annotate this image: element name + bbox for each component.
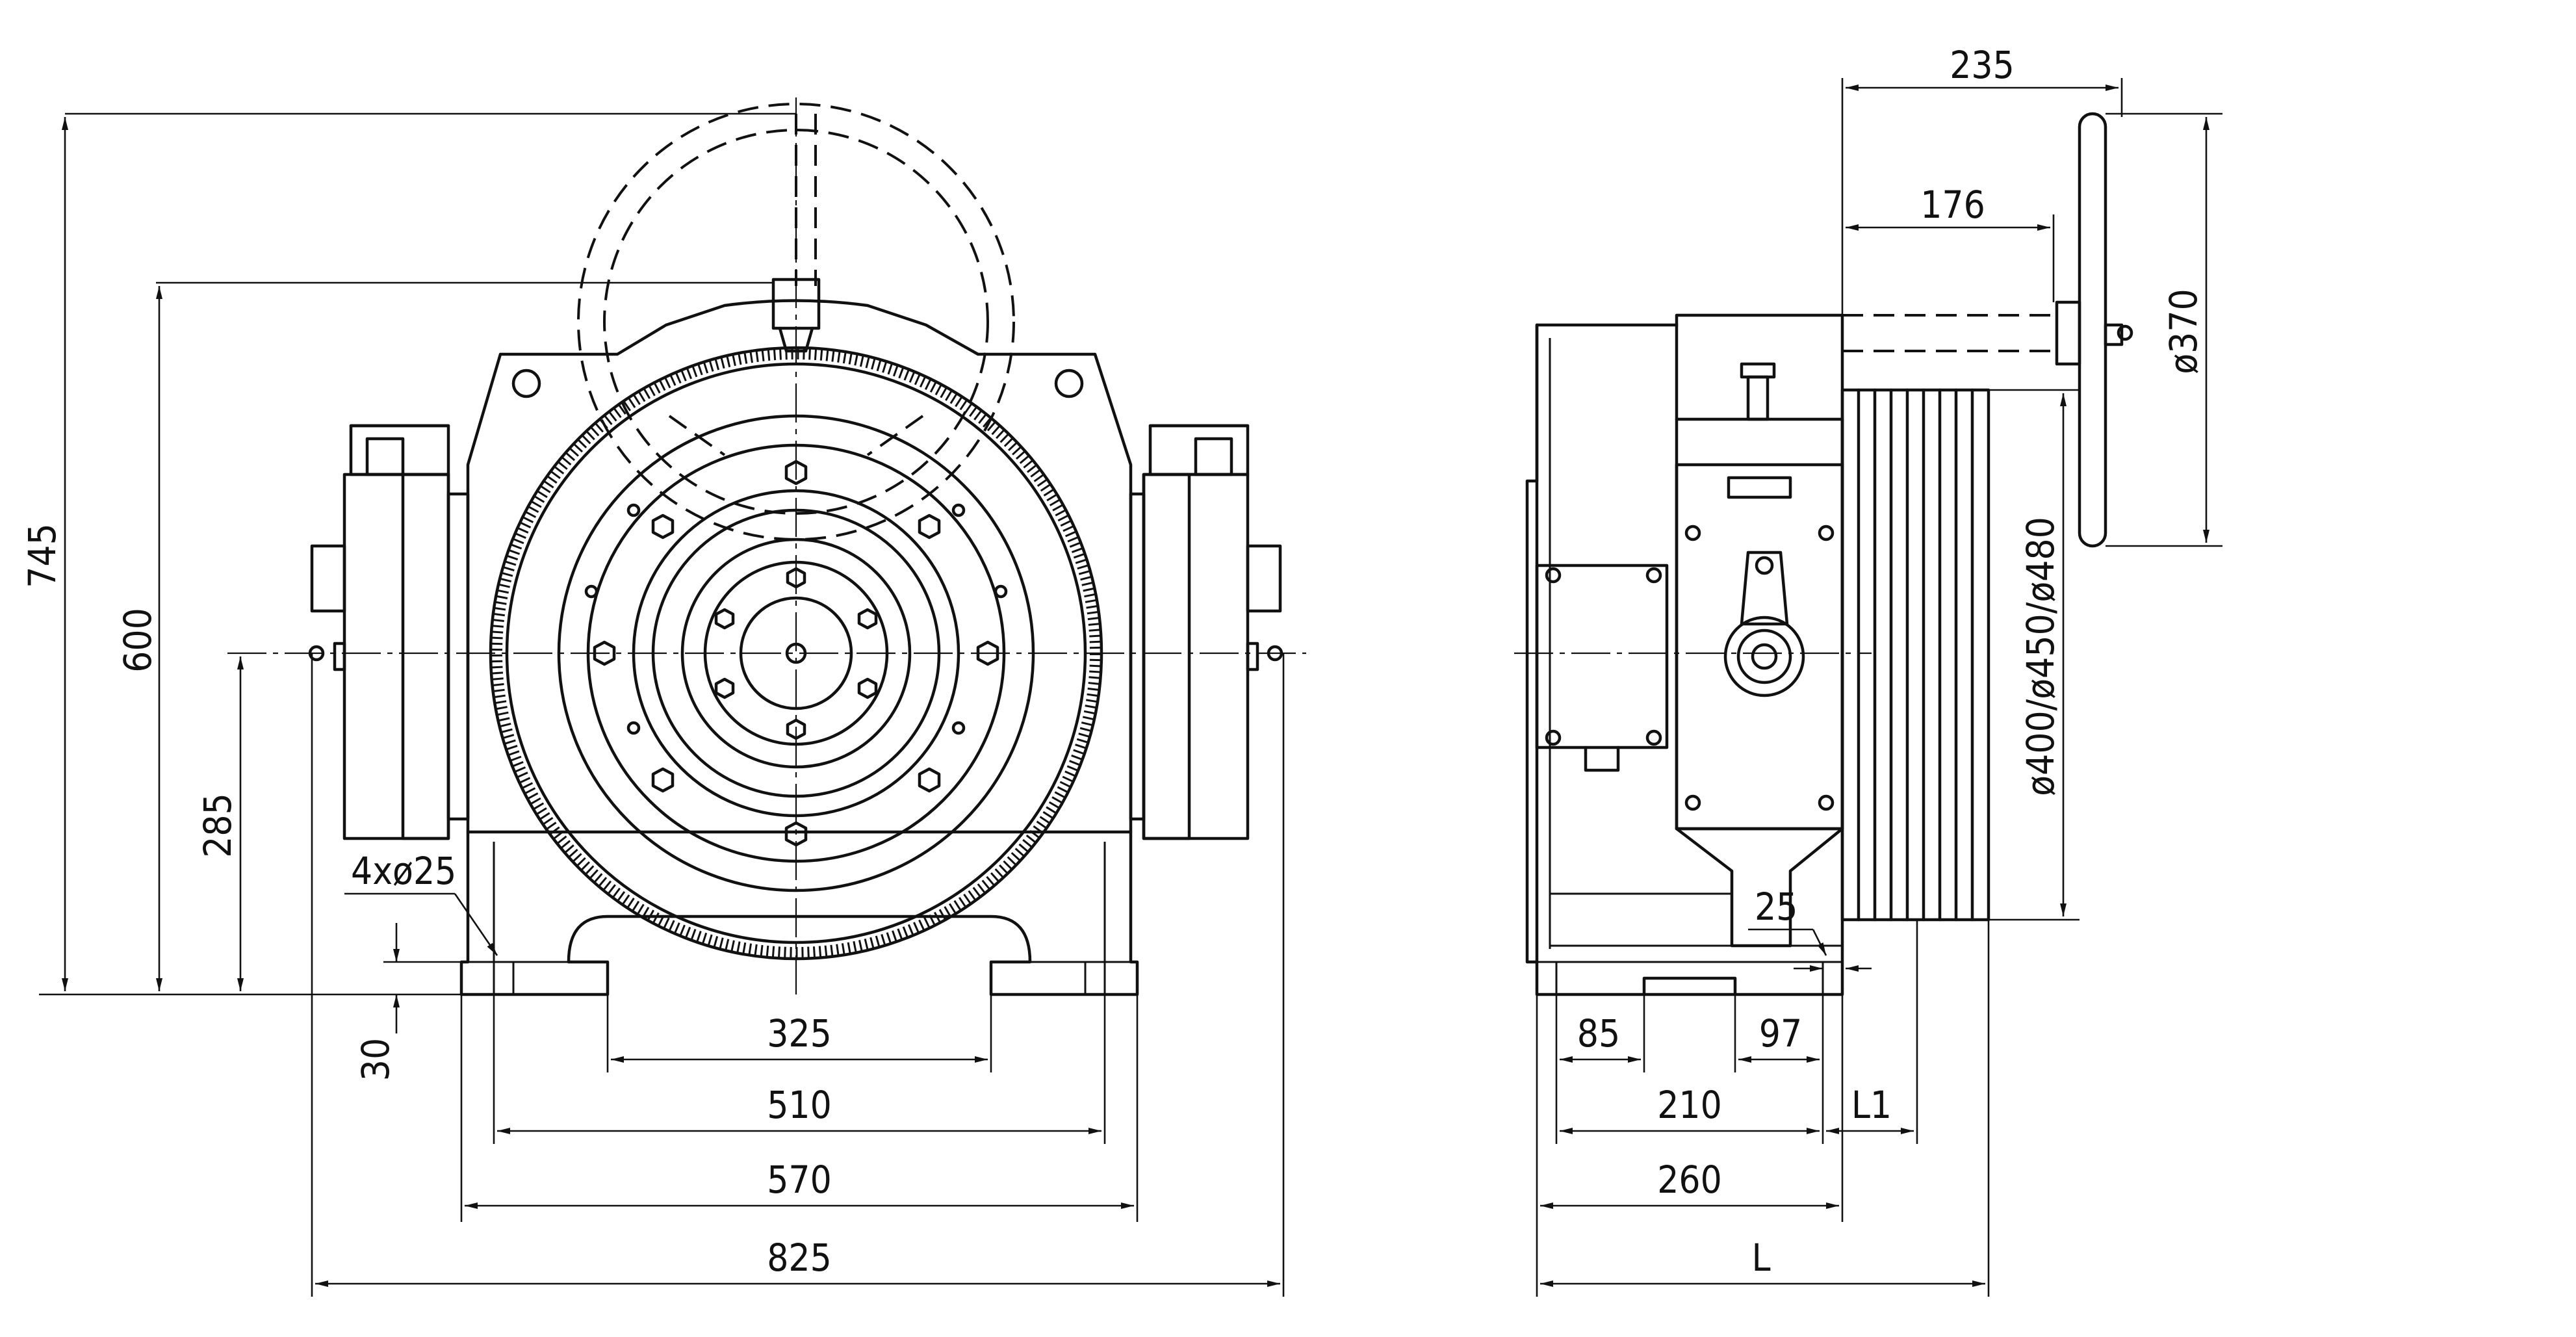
base [459, 830, 1139, 996]
dim-260: 260 [1657, 1158, 1722, 1202]
housing [466, 299, 1133, 834]
traction-sheave [1840, 388, 1990, 922]
dim-210: 210 [1657, 1083, 1722, 1127]
dim-825: 825 [767, 1236, 832, 1280]
dim-25: 25 [1755, 885, 1797, 929]
rotor-rim [557, 414, 1035, 892]
dim-285: 285 [196, 793, 240, 858]
dim-510: 510 [767, 1083, 832, 1127]
side-dimensions: 235 176 ø370 ø400/ø450/ø480 25 85 97 210 [1536, 43, 2222, 1297]
top-bracket [771, 278, 821, 330]
bolt-circle-outer [593, 460, 999, 847]
dim-85: 85 [1577, 1011, 1620, 1056]
dim-97: 97 [1759, 1011, 1802, 1056]
dim-370: ø370 [2161, 289, 2206, 374]
shaft-end [1723, 616, 1805, 697]
front-dimensions: 745 600 285 30 4xø25 325 510 570 825 [20, 112, 1285, 1297]
gear-ring-outer [489, 346, 1103, 961]
hub-center [739, 596, 853, 710]
dim-570: 570 [767, 1158, 832, 1202]
dim-L: L [1751, 1236, 1770, 1280]
brake-right [1129, 424, 1283, 840]
front-view [156, 97, 1306, 996]
release-lever [1740, 551, 1789, 626]
dim-30: 30 [354, 1038, 398, 1081]
dim-235: 235 [1950, 43, 2015, 87]
gear-teeth [492, 349, 1100, 957]
dim-L1: L1 [1851, 1083, 1892, 1127]
dim-176: 176 [1920, 183, 1985, 227]
terminal-box [1535, 564, 1669, 749]
bolt-circle-inner [714, 567, 878, 740]
lift-eye-left [511, 369, 541, 398]
handwheel-side-phantom [1842, 112, 2133, 548]
handwheel-phantom [577, 103, 1015, 541]
handwheel-rim [2078, 112, 2107, 548]
hub-outer [632, 489, 960, 818]
dim-600: 600 [116, 608, 160, 673]
dim-745: 745 [20, 523, 64, 588]
side-view [1514, 112, 2133, 996]
dim-325: 325 [767, 1011, 832, 1056]
dim-sheave-diameters: ø400/ø450/ø480 [2018, 517, 2063, 796]
dim-holes: 4xø25 [351, 849, 456, 893]
brake-left [308, 424, 470, 840]
lift-eye-right [1054, 369, 1084, 398]
motor-body [1525, 313, 1844, 996]
